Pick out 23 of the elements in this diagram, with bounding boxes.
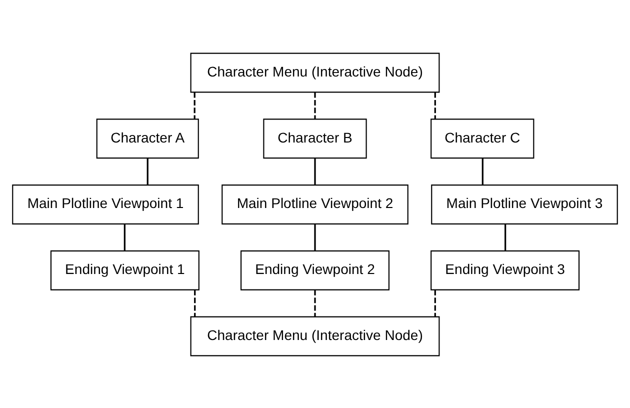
connector [314, 224, 316, 250]
node-box: Character Menu (Interactive Node) [190, 52, 440, 92]
connector [314, 92, 316, 118]
connector [504, 224, 506, 250]
connector [434, 92, 436, 118]
node-box: Ending Viewpoint 2 [240, 250, 390, 290]
connector [124, 224, 126, 250]
node-box: Character C [430, 118, 534, 158]
node-box: Ending Viewpoint 1 [50, 250, 200, 290]
connector [482, 158, 484, 184]
node-box: Character B [263, 118, 367, 158]
node-box: Character A [96, 118, 199, 158]
node-box: Character Menu (Interactive Node) [190, 316, 440, 356]
node-box: Main Plotline Viewpoint 1 [12, 184, 199, 224]
connector [434, 290, 436, 316]
connector [314, 290, 316, 316]
node-box: Ending Viewpoint 3 [430, 250, 580, 290]
connector [314, 158, 316, 184]
connector [146, 158, 148, 184]
node-box: Main Plotline Viewpoint 3 [431, 184, 618, 224]
connector [194, 290, 196, 316]
connector [194, 92, 196, 118]
node-box: Main Plotline Viewpoint 2 [222, 184, 408, 224]
